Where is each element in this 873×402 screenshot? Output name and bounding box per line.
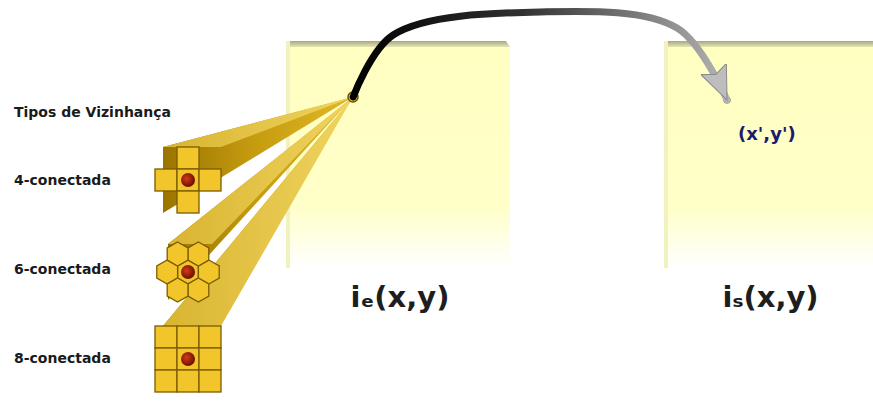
neighbourhood-label: 4-conectada (14, 172, 111, 188)
pixel-coordinate: (x',y') (738, 123, 796, 144)
grid-icon (155, 326, 221, 392)
image-label: iₛ(x,y) (668, 280, 873, 314)
output-image-box: (x',y')iₛ(x,y) (668, 45, 873, 268)
transform-arrow (353, 11, 727, 100)
input-image-box: iₑ(x,y) (290, 45, 510, 268)
neighbourhood-beams (163, 97, 353, 392)
neighbourhood-label: 6-conectada (14, 261, 111, 277)
neighbourhood-label: 8-conectada (14, 350, 111, 366)
image-label: iₑ(x,y) (290, 280, 510, 314)
hexagon-icon (157, 242, 219, 302)
section-heading: Tipos de Vizinhança (14, 104, 171, 120)
cross-icon (155, 147, 221, 213)
output-image (664, 41, 873, 268)
